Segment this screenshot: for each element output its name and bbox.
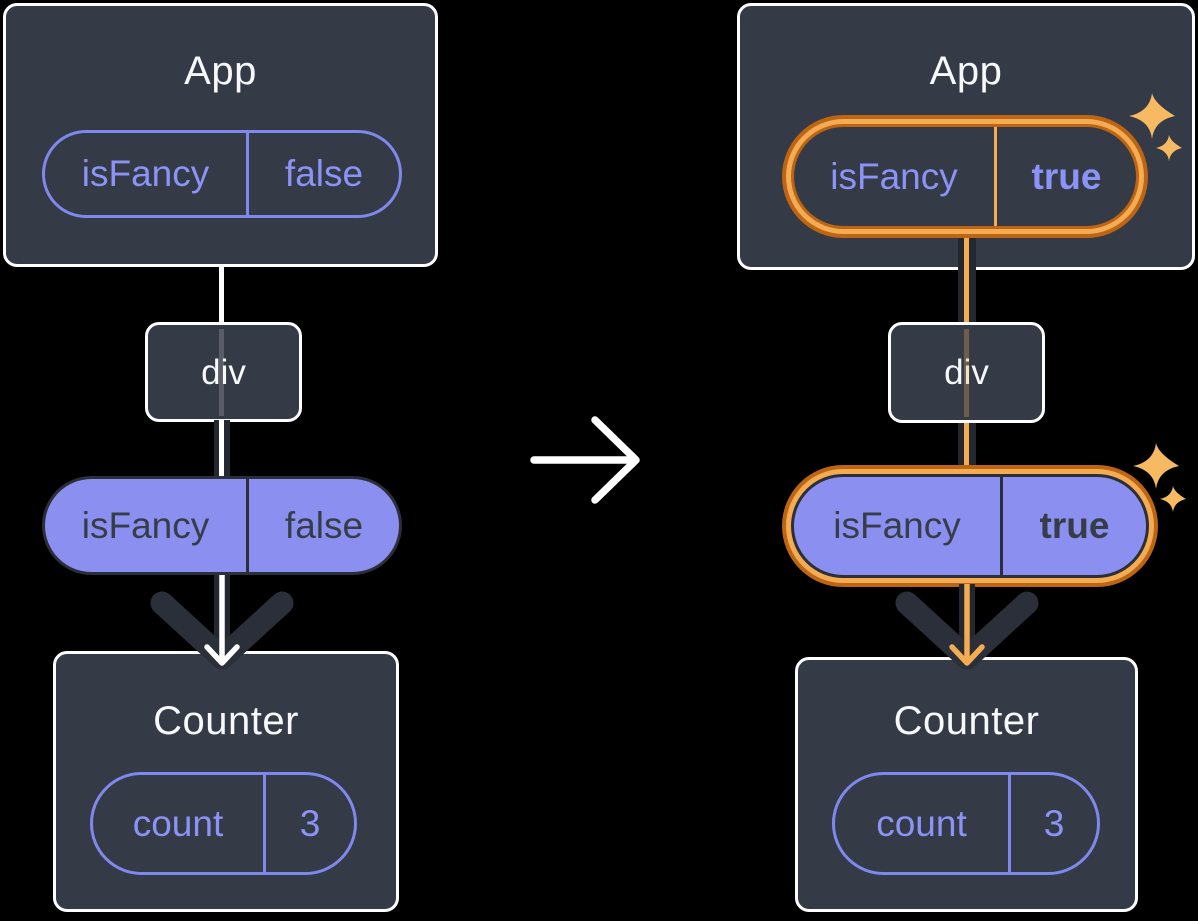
left-prop-pill: isFancy false — [42, 476, 402, 575]
highlight-ring-inner: isFancy true — [786, 469, 1154, 583]
left-connector-div-pill — [219, 420, 224, 478]
pill-divider — [263, 775, 266, 872]
state-key: isFancy — [830, 155, 958, 197]
right-div-label: div — [944, 353, 989, 392]
pill-divider — [1008, 775, 1011, 872]
left-app-title: App — [184, 49, 257, 93]
state-value: true — [1031, 155, 1102, 197]
state-key: isFancy — [81, 153, 210, 194]
right-connector-app-div — [964, 236, 969, 324]
pill-divider — [246, 133, 249, 215]
right-app-title: App — [929, 49, 1003, 93]
left-line-through-div — [219, 329, 224, 416]
right-div-node: div — [888, 322, 1045, 423]
state-key: count — [876, 802, 967, 844]
prop-value: true — [1039, 505, 1110, 546]
state-key: count — [132, 802, 224, 844]
sparkles-icon — [1129, 93, 1182, 161]
right-prop-pill: isFancy true — [791, 474, 1149, 578]
highlight-ring-inner: isFancy true — [786, 119, 1144, 234]
state-value: 3 — [1043, 802, 1065, 844]
prop-key: isFancy — [81, 504, 210, 546]
left-app-state-pill: isFancy false — [42, 130, 402, 218]
prop-key: isFancy — [833, 505, 961, 546]
pill-divider — [246, 479, 249, 572]
state-value: false — [284, 153, 364, 194]
left-counter-title: Counter — [153, 699, 299, 743]
down-chevron-arrow-icon — [895, 584, 1039, 670]
left-counter-state-pill: count 3 — [90, 772, 357, 875]
right-counter-title: Counter — [893, 699, 1040, 743]
left-div-label: div — [201, 352, 246, 392]
left-connector-app-div — [219, 265, 224, 324]
pill-divider — [1000, 477, 1003, 575]
right-connector-div-pill — [964, 423, 969, 467]
state-value: 3 — [299, 802, 321, 844]
down-chevron-arrow-icon — [150, 575, 294, 670]
pill-divider — [994, 127, 997, 226]
right-app-state-pill-highlight-ring: isFancy true — [782, 115, 1148, 238]
prop-value: false — [284, 504, 364, 546]
right-line-through-div — [964, 329, 969, 417]
sparkles-icon — [1133, 443, 1186, 512]
right-arrow-icon — [530, 416, 640, 504]
right-app-state-pill: isFancy true — [791, 124, 1139, 229]
right-prop-pill-highlight-ring: isFancy true — [782, 465, 1158, 587]
right-counter-state-pill: count 3 — [832, 772, 1100, 875]
